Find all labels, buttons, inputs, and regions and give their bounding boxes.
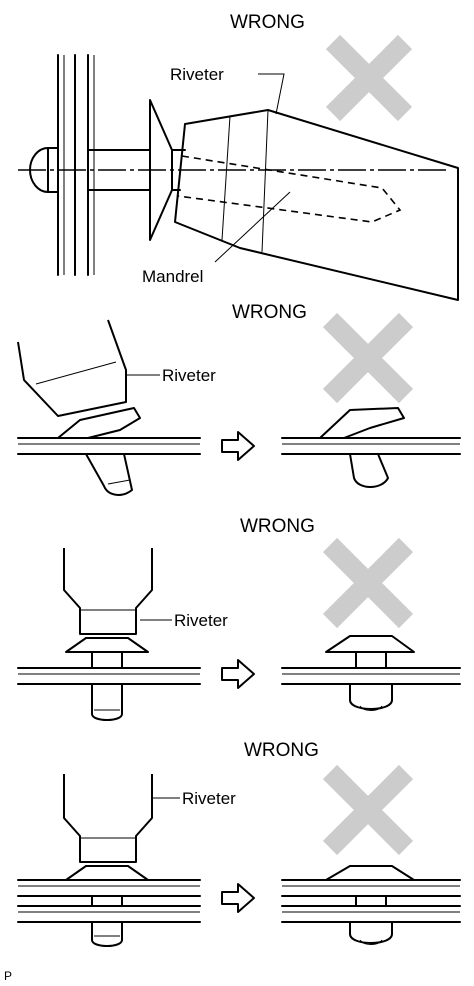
panel-3-heading: WRONG — [240, 516, 315, 537]
panel-4-riveter — [63, 774, 153, 863]
panel-4-rivet-flange — [65, 865, 149, 881]
panel-2-rivet-flange — [57, 407, 141, 439]
panel-3-outline-right-arrow-icon — [221, 659, 255, 689]
panel-3-riveter-label: Riveter — [174, 611, 228, 630]
x-mark-stroke-b — [322, 312, 414, 404]
panel-2-result-shank — [349, 453, 389, 488]
panel-4-result-shank — [349, 921, 393, 944]
panel-4: WRONG Riveter — [17, 740, 461, 947]
panel-4-outline-right-arrow-icon — [221, 883, 255, 913]
panel-2-heading: WRONG — [232, 302, 307, 323]
panel-4-sheets-before — [17, 879, 201, 923]
panel-2-rivet-shank — [85, 453, 133, 496]
panel-1-riveter — [171, 109, 459, 301]
panel-2-x-mark-icon — [322, 312, 414, 404]
panel-3-x-mark-icon — [322, 537, 414, 629]
panel-4-result-flange — [325, 865, 415, 881]
panel-4-heading: WRONG — [244, 740, 319, 761]
panel-3: WRONG Riveter — [17, 516, 461, 721]
panel-3-result-shank — [349, 683, 393, 710]
panel-4-x-mark-icon — [322, 764, 414, 856]
panel-4-riveter-label: Riveter — [182, 789, 236, 808]
panel-2: WRONG Riveter — [17, 302, 461, 496]
panel-3-sheets-before — [17, 667, 201, 685]
x-mark-stroke-b — [322, 764, 414, 856]
panel-1-sheet-stack — [57, 54, 95, 276]
footer-code: P — [4, 969, 12, 983]
panel-2-riveter-label: Riveter — [162, 366, 216, 385]
panel-2-riveter — [17, 319, 127, 417]
panel-3-riveter — [63, 548, 153, 635]
panel-1-mandrel-label: Mandrel — [142, 267, 203, 286]
panel-2-result-flange — [319, 407, 405, 439]
panel-4-sheets-after — [281, 879, 461, 923]
panel-3-rivet-shank — [91, 683, 123, 721]
panel-4-rivet-shank — [91, 921, 123, 947]
panel-1-riveter-label: Riveter — [170, 65, 224, 84]
panel-1-riveter-leader — [258, 73, 285, 115]
panel-1-x-mark-icon — [325, 34, 413, 122]
panel-2-outline-right-arrow-icon — [221, 431, 255, 461]
panel-1: WRONG — [18, 12, 459, 301]
panel-1-mandrel-leader — [214, 191, 291, 263]
panel-2-sheets-after — [281, 437, 461, 455]
panel-3-result-flange — [325, 635, 415, 653]
panel-1-mandrel — [177, 155, 402, 223]
x-mark-stroke-b — [325, 34, 413, 122]
panel-2-sheets-before — [17, 437, 201, 455]
panel-3-rivet-flange — [65, 637, 149, 653]
panel-3-sheets-after — [281, 667, 461, 685]
panel-1-heading: WRONG — [230, 12, 305, 33]
x-mark-stroke-b — [322, 537, 414, 629]
